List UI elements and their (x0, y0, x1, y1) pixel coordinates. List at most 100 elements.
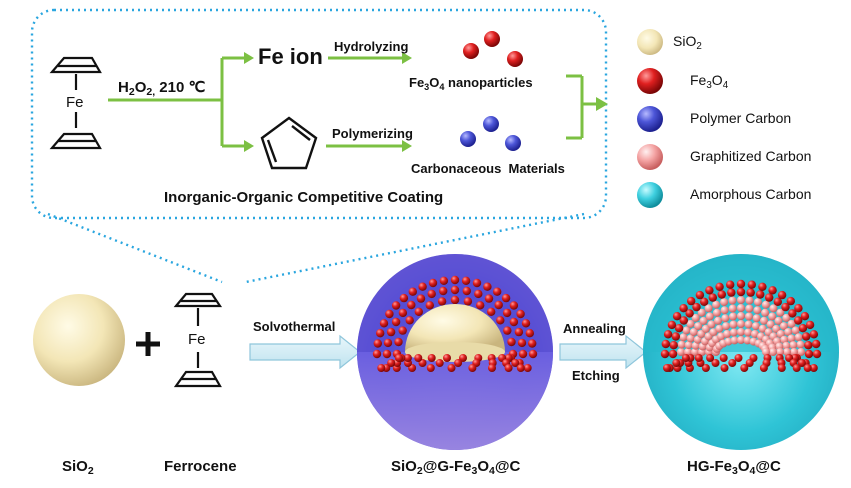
fe3o4-particle (435, 359, 444, 367)
graphitized-carbon-particle (691, 348, 699, 356)
fe3o4-particle (672, 359, 681, 367)
fe3o4-particle (509, 301, 519, 310)
graphitized-carbon-particle (701, 324, 710, 333)
reaction-conditions: H2O2, 210 ℃ (118, 79, 206, 98)
graphitized-carbon-particle (787, 319, 796, 328)
graphitized-carbon-particle (787, 334, 796, 343)
graphitized-carbon-particle (686, 334, 695, 343)
fe3o4-particle (450, 295, 460, 305)
coating-title: Inorganic-Organic Competitive Coating (164, 189, 444, 206)
graphitized-carbon-particle (729, 328, 738, 337)
fe3o4-particle (734, 354, 743, 362)
fe3o4-particle (376, 329, 385, 338)
graphitized-carbon-particle (728, 304, 737, 313)
fe3o4-particle (386, 327, 396, 337)
graphitized-carbon-particle (720, 306, 729, 315)
graphitized-carbon-particle (789, 341, 798, 350)
fe3o4-particle (812, 349, 822, 359)
ferrocene-structure-top (49, 56, 102, 150)
graphitized-carbon-particle (780, 335, 789, 344)
fe3o4-particle (514, 327, 524, 337)
graphitized-carbon-particle (707, 320, 716, 329)
fe3o4-particle (669, 341, 678, 350)
sio2-label: SiO2 (62, 458, 94, 477)
fe3o4-particle (521, 319, 531, 328)
composite1-label: SiO2@G-Fe3O4@C (391, 458, 521, 477)
graphitized-carbon-particle (766, 320, 775, 329)
fe3o4-particle (679, 304, 688, 313)
fe3o4-particle (803, 364, 812, 372)
sio2-sphere (33, 294, 125, 386)
hydrolyzing-label: Hydrolyzing (334, 39, 409, 54)
graphitized-carbon-particle (728, 296, 737, 305)
graphitized-carbon-particle (699, 316, 708, 325)
fe3o4-particle (427, 289, 436, 299)
fe3o4-particle (715, 282, 724, 291)
fe3o4-particle (383, 338, 393, 348)
graphitized-carbon-particle (694, 322, 703, 331)
graphitized-carbon-particle (797, 348, 805, 356)
fe3o4-particle (462, 286, 471, 296)
legend-swatch-polymer (637, 106, 663, 132)
graphitized-carbon-particle (751, 322, 760, 331)
process-arrow-solvothermal (249, 334, 361, 370)
fe3o4-particle (788, 309, 797, 318)
fe3o4-particle (463, 297, 473, 306)
fe3o4-particle (694, 354, 703, 362)
fe3o4-particle (745, 359, 754, 367)
graphitized-carbon-particle (724, 337, 733, 346)
fe3o4-particle (672, 312, 682, 321)
fe3o4-particle (501, 293, 511, 303)
fe3o4-particle (395, 354, 403, 362)
fe3o4-particle (786, 296, 795, 306)
composite-sphere-sio2-g-fe3o4-c (357, 254, 553, 450)
fe3o4-particle (459, 354, 467, 362)
fe3o4-particle (804, 341, 813, 350)
fe3o4-particle (468, 364, 477, 372)
graphitized-carbon-particle (753, 298, 762, 307)
fe3o4-particle (523, 364, 532, 372)
fe3o4-particle (765, 293, 774, 302)
graphitized-carbon-particle (796, 340, 805, 349)
fe3o4-particle (794, 304, 803, 313)
graphitized-carbon-particle (729, 312, 737, 321)
fe3o4-particle (399, 293, 409, 303)
fe3o4-particle (802, 332, 811, 341)
fe3o4-particle (487, 307, 496, 316)
fe3o4-particle (777, 364, 786, 372)
fe3o4-particle (661, 339, 670, 349)
fe3o4-particle (668, 349, 678, 359)
fe3o4-particle (507, 337, 516, 347)
legend-label-graphitized-carbon: Graphitized Carbon (690, 148, 812, 164)
graphitized-carbon-particle (745, 304, 754, 313)
fe3o4-particle (681, 354, 690, 362)
graphitized-carbon-particle (790, 348, 798, 356)
fe3o4-particle (804, 349, 814, 359)
fe3o4-particle (660, 349, 670, 359)
fe3o4-particle (425, 301, 434, 310)
fe3o4-particle (708, 293, 717, 302)
coating-box (30, 8, 608, 220)
fe3o4-nanoparticle-cluster (463, 31, 523, 67)
graphitized-carbon-particle (723, 330, 732, 338)
fe3o4-particle (756, 290, 765, 299)
fe3o4-particle (692, 302, 701, 312)
fe3o4-particle (439, 286, 448, 296)
fe3o4-particle (509, 317, 519, 327)
fe3o4-particle (414, 354, 423, 362)
graphitized-carbon-particle (721, 314, 730, 323)
annealing-label: Annealing (563, 321, 626, 336)
fe3o4-particle (484, 294, 494, 303)
fe3o4-particle (377, 364, 386, 372)
fe3o4-particle (797, 359, 806, 367)
graphitized-carbon-particle (760, 316, 768, 325)
ferrocene-label: Ferrocene (164, 458, 237, 475)
graphitized-carbon-particle (776, 308, 785, 317)
graphitized-carbon-particle (761, 300, 770, 309)
etching-label: Etching (572, 368, 620, 383)
fe3o4-particle (736, 287, 746, 297)
graphitized-carbon-particle (682, 326, 691, 335)
fe3o4-particle (517, 338, 527, 348)
fe3o4-particle (373, 339, 382, 348)
fe3o4-particle (379, 319, 389, 328)
